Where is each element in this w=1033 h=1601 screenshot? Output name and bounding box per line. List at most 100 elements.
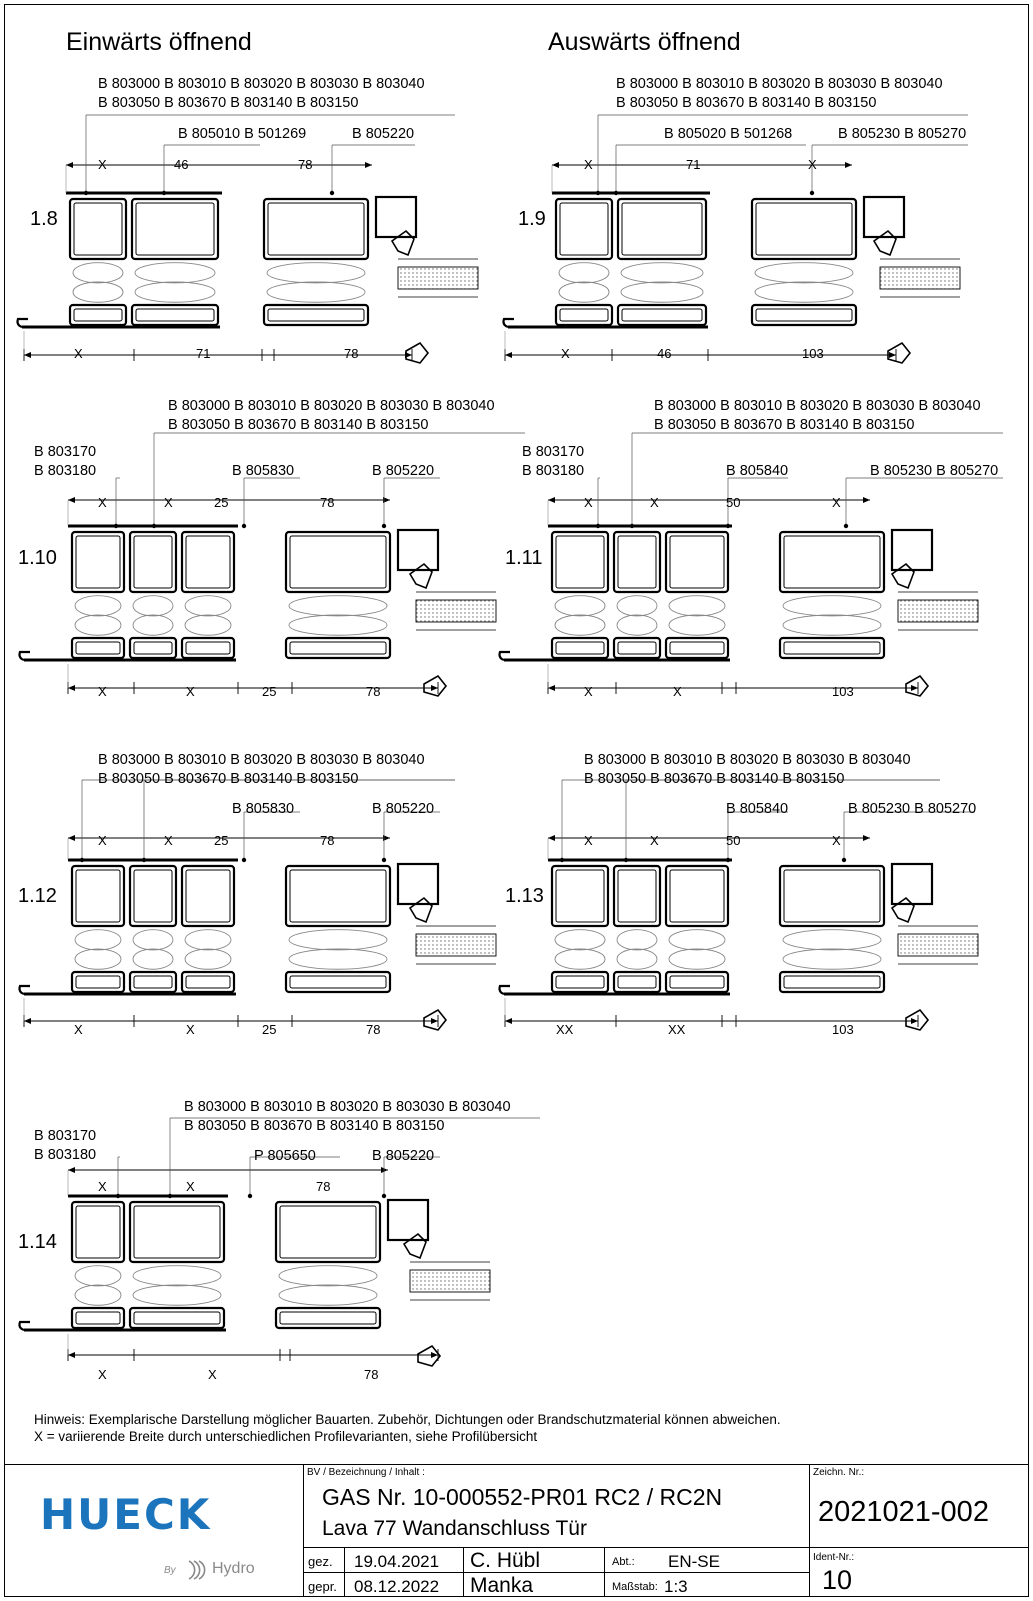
profile-inner	[621, 308, 703, 322]
dimension-bottom: 78	[344, 346, 359, 361]
gez-label: gez.	[308, 1554, 333, 1569]
dimension-bottom: X	[673, 684, 682, 699]
sash-chamber	[284, 530, 392, 594]
profile-inner	[755, 308, 853, 322]
gepr-date: 08.12.2022	[354, 1577, 440, 1596]
dimension-bottom: 71	[196, 346, 211, 361]
insulation-bar	[74, 1284, 122, 1306]
arrowhead	[381, 1167, 388, 1173]
leader-dot	[809, 190, 815, 196]
profile-inner	[133, 641, 173, 655]
profile-codes-line2: B 803050 B 803670 B 803140 B 803150	[98, 771, 359, 787]
arrowhead	[889, 352, 896, 358]
flange-hook	[18, 1320, 30, 1332]
profile-label: B 805230 B 805270	[848, 801, 977, 817]
heading-inward: Einwärts öffnend	[66, 28, 252, 56]
profile-label: P 805650	[254, 1148, 316, 1164]
leader-dot	[559, 857, 565, 863]
dimension-top: X	[584, 157, 593, 172]
insulation-bar	[668, 948, 726, 970]
profile-label: B 805830	[232, 463, 295, 479]
zeichn-label: Zeichn. Nr.:	[813, 1467, 865, 1478]
profile-upper-chamber	[130, 197, 220, 261]
dimension-bottom: XX	[668, 1022, 686, 1037]
insulation-bar	[782, 595, 882, 617]
profile-codes-line1: B 803000 B 803010 B 803020 B 803030 B 80…	[98, 752, 425, 768]
profile-inner	[133, 1311, 221, 1325]
profile-inner	[669, 869, 725, 923]
dimension-top: X	[186, 1179, 195, 1194]
profile-lower-chamber	[554, 303, 614, 327]
insulation-bar	[754, 281, 854, 303]
profile-inner	[133, 975, 173, 989]
leader-dot	[79, 857, 85, 863]
drawing-number: 2021021-002	[818, 1496, 989, 1528]
profile-inner	[555, 535, 605, 589]
insulation-bar	[554, 595, 606, 617]
profile-inner	[617, 641, 657, 655]
glass-pane	[897, 599, 979, 623]
gepr-name: Manka	[470, 1574, 534, 1597]
profile-inner	[669, 975, 725, 989]
leader-dot	[381, 1193, 387, 1199]
sash-chamber	[284, 864, 392, 928]
profile-inner	[783, 535, 881, 589]
profile-label: B 805010 B 501269	[178, 126, 307, 142]
sash-lower-chamber	[284, 636, 392, 660]
profile-lower-chamber	[612, 970, 662, 994]
leader-dot	[595, 523, 601, 529]
sash-lower-chamber	[778, 636, 886, 660]
closure-profile	[396, 862, 440, 906]
flange-hook	[18, 650, 30, 662]
gasket	[408, 562, 433, 590]
sash-lower-chamber	[262, 303, 370, 327]
by-label: By	[164, 1565, 176, 1576]
profile-inner	[75, 975, 121, 989]
dimension-bottom: X	[98, 684, 107, 699]
leader-dot	[381, 523, 387, 529]
gasket	[890, 896, 915, 924]
leader-dot	[843, 523, 849, 529]
detail-number: 1.10	[18, 547, 57, 569]
insulation-bar	[616, 929, 658, 951]
insulation-bar	[184, 614, 232, 636]
arrowhead	[68, 1352, 75, 1358]
arrowhead	[548, 685, 555, 691]
profile-codes-line1: B 803000 B 803010 B 803020 B 803030 B 80…	[616, 76, 943, 92]
leader-dot	[623, 857, 629, 863]
profile-codes-line2: B 803050 B 803670 B 803140 B 803150	[184, 1118, 445, 1134]
dimension-bottom: 25	[262, 1022, 277, 1037]
profile-lower-chamber	[180, 970, 236, 994]
glass-pane	[397, 266, 479, 290]
dimension-top: X	[808, 157, 817, 172]
drawing-title-2: Lava 77 Wandanschluss Tür	[322, 1517, 587, 1540]
bottom-gasket	[423, 674, 448, 697]
profile-label: B 805220	[372, 1148, 435, 1164]
profile-upper-chamber	[550, 530, 610, 594]
profile-inner	[289, 869, 387, 923]
arrowhead	[365, 162, 372, 168]
dimension-top: 25	[214, 833, 229, 848]
profile-lower-chamber	[68, 303, 128, 327]
arrowhead	[68, 1167, 75, 1173]
profile-label: B 805840	[726, 801, 789, 817]
profile-label: B 805220	[352, 126, 415, 142]
flange-hook	[502, 317, 514, 329]
profile-lower-chamber	[70, 1306, 126, 1330]
insulation-bar	[782, 948, 882, 970]
gasket	[408, 896, 433, 924]
gepr-label: gepr.	[308, 1579, 337, 1594]
glass-pane	[897, 933, 979, 957]
profile-inner	[617, 869, 657, 923]
profile-lower-chamber	[70, 636, 126, 660]
flange-hook	[498, 650, 510, 662]
dimension-top: X	[832, 495, 841, 510]
profile-upper-chamber	[664, 864, 730, 928]
profile-upper-chamber	[128, 864, 178, 928]
dimension-bottom: 103	[832, 684, 854, 699]
hydro-logo-icon	[188, 1560, 206, 1580]
bottom-gasket	[423, 1008, 448, 1031]
dimension-top: X	[584, 833, 593, 848]
arrowhead	[548, 835, 555, 841]
